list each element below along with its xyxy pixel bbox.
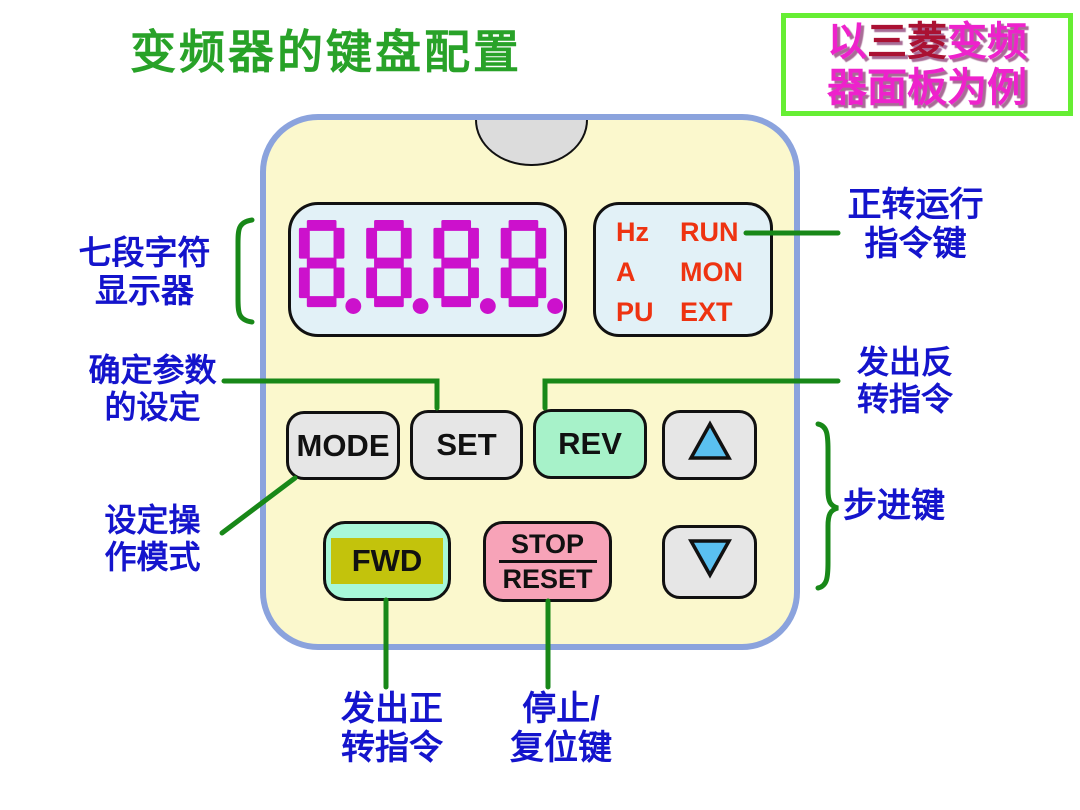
- rev-annotation: 发出反 转指令: [856, 344, 953, 418]
- fwd-button[interactable]: FWD: [323, 521, 451, 601]
- fwd-button-label-plate: FWD: [331, 538, 443, 584]
- run-annotation: 正转运行 指令键: [847, 186, 984, 264]
- indicator-mon: MON: [680, 257, 743, 287]
- note-box-line1: 以三菱变频: [786, 19, 1068, 65]
- set-button[interactable]: SET: [410, 410, 523, 480]
- display-annotation: 七段字符 显示器: [78, 234, 211, 310]
- set-annotation: 确定参数 的设定: [88, 352, 217, 426]
- mode-annotation: 设定操 作模式: [104, 502, 201, 576]
- seven-segment-value: [291, 204, 564, 336]
- up-arrow-icon: [687, 420, 733, 470]
- indicator-lamp-box: Hz RUN A MON PU EXT: [593, 202, 773, 337]
- stop-label: STOP: [510, 529, 585, 559]
- indicator-a: A: [616, 257, 636, 287]
- indicator-row: A MON: [616, 252, 770, 292]
- display-label-bracket: [235, 217, 255, 325]
- indicator-run: RUN: [680, 217, 739, 247]
- note-text: 变频: [947, 20, 1027, 64]
- down-button[interactable]: [662, 525, 757, 599]
- fwd-label: FWD: [351, 543, 423, 578]
- up-button[interactable]: [662, 410, 757, 480]
- reset-label: RESET: [502, 564, 593, 594]
- indicator-row: Hz RUN: [616, 212, 770, 252]
- note-text: 以: [827, 20, 867, 64]
- indicator-row: PU EXT: [616, 292, 770, 332]
- note-box: 以三菱变频 器面板为例: [781, 13, 1073, 116]
- rev-button[interactable]: REV: [533, 409, 647, 479]
- fwd-annotation: 发出正 转指令: [341, 690, 443, 768]
- stop-reset-button[interactable]: STOP RESET: [483, 521, 612, 602]
- page-title: 变频器的键盘配置: [130, 26, 522, 78]
- mode-button[interactable]: MODE: [286, 411, 400, 480]
- stop-reset-divider: [498, 560, 597, 563]
- note-brand-text: 三菱: [867, 20, 947, 64]
- stop-annotation: 停止/ 复位键: [510, 690, 612, 768]
- step-keys-annotation: 步进键: [843, 487, 945, 525]
- indicator-ext: EXT: [680, 297, 733, 327]
- step-keys-brace: [815, 421, 839, 591]
- indicator-hz: Hz: [616, 217, 649, 247]
- down-arrow-icon: [687, 537, 733, 587]
- seven-segment-display: [288, 202, 567, 337]
- indicator-pu: PU: [616, 297, 654, 327]
- note-box-line2: 器面板为例: [827, 66, 1027, 110]
